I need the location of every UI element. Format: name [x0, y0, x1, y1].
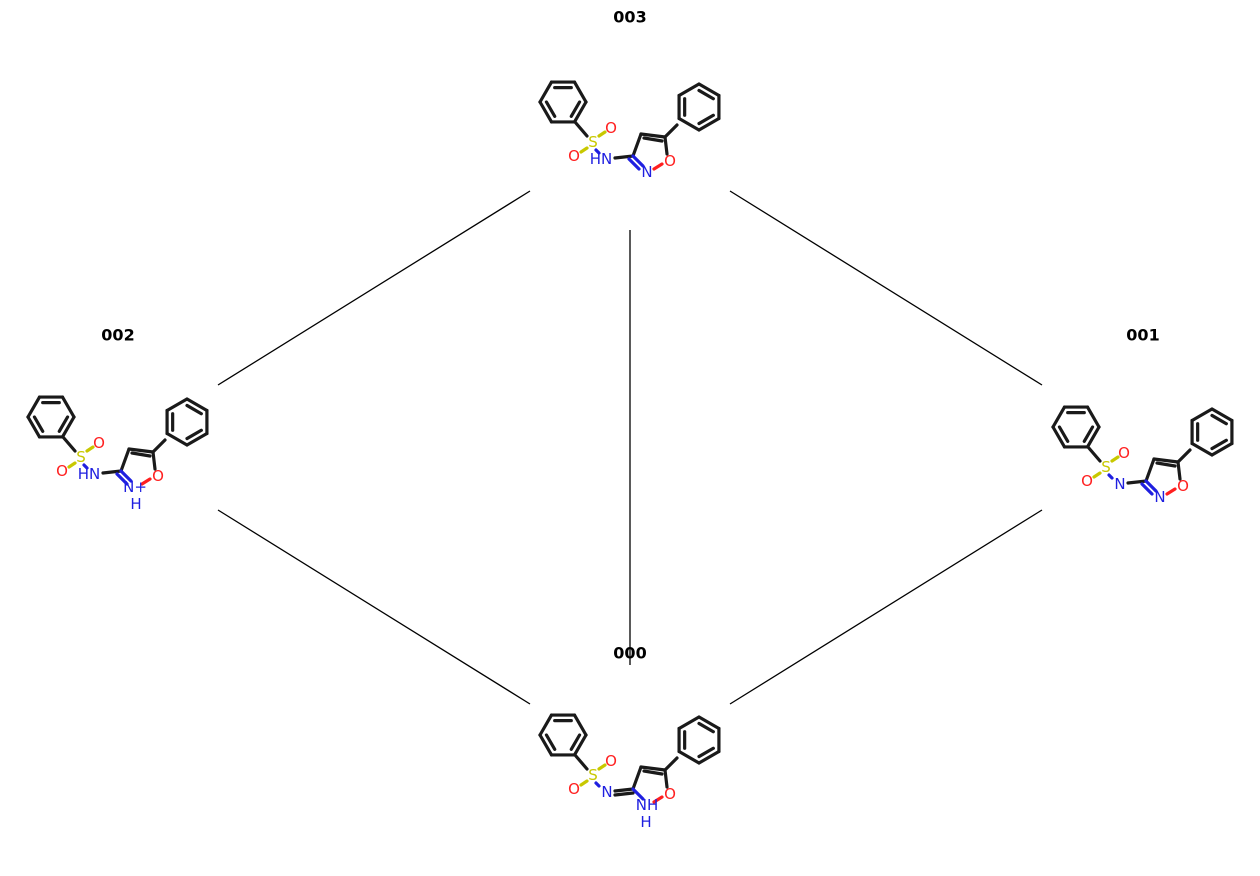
- edge-003-001: [729, 190, 1043, 386]
- phenyl-ring-right: [1190, 407, 1234, 457]
- ring-oxygen: O: [664, 785, 676, 803]
- ring-nitrogen: N: [1154, 488, 1165, 506]
- oxygen-atom: O: [1081, 472, 1093, 490]
- node-label: 000: [613, 644, 646, 663]
- oxygen-atom: O: [568, 780, 580, 798]
- phenyl-ring-right: [165, 397, 209, 447]
- ring-oxygen: O: [1177, 477, 1189, 495]
- oxygen-atom: O: [605, 752, 617, 770]
- sulfur-atom: S: [76, 448, 86, 466]
- node-label: 001: [1126, 326, 1159, 345]
- exocyclic-nitrogen: N: [601, 783, 612, 801]
- oxygen-atom: O: [1118, 444, 1130, 462]
- ring-nitrogen: NH: [636, 796, 659, 814]
- ring-oxygen: O: [664, 152, 676, 170]
- oxygen-atom: O: [93, 434, 105, 452]
- phenyl-ring-left: [1051, 405, 1101, 449]
- oxygen-atom: O: [568, 147, 580, 165]
- sulfur-atom: S: [588, 133, 598, 151]
- exocyclic-nitrogen: N: [1114, 475, 1125, 493]
- edges-layer: [217, 190, 1043, 705]
- node-label: 003: [613, 8, 646, 27]
- ring-nitrogen: N: [641, 163, 652, 181]
- ring-nitrogen-hydrogen: H: [640, 813, 651, 831]
- edge-003-002: [217, 190, 531, 386]
- phenyl-ring-right: [677, 715, 721, 765]
- sulfur-atom: S: [1101, 458, 1111, 476]
- phenyl-ring-left: [538, 713, 588, 757]
- ring-oxygen: O: [152, 467, 164, 485]
- edge-001-000: [729, 509, 1043, 705]
- oxygen-atom: O: [605, 119, 617, 137]
- sulfur-atom: S: [588, 766, 598, 784]
- edge-002-000: [217, 509, 531, 705]
- phenyl-ring-right: [677, 82, 721, 132]
- phenyl-ring-left: [538, 80, 588, 124]
- ring-nitrogen: N+: [123, 478, 147, 496]
- phenyl-ring-left: [26, 395, 76, 439]
- exocyclic-nitrogen: HN: [590, 150, 613, 168]
- ring-nitrogen-hydrogen: H: [130, 495, 141, 513]
- oxygen-atom: O: [56, 462, 68, 480]
- exocyclic-nitrogen: HN: [78, 465, 101, 483]
- node-label: 002: [101, 326, 134, 345]
